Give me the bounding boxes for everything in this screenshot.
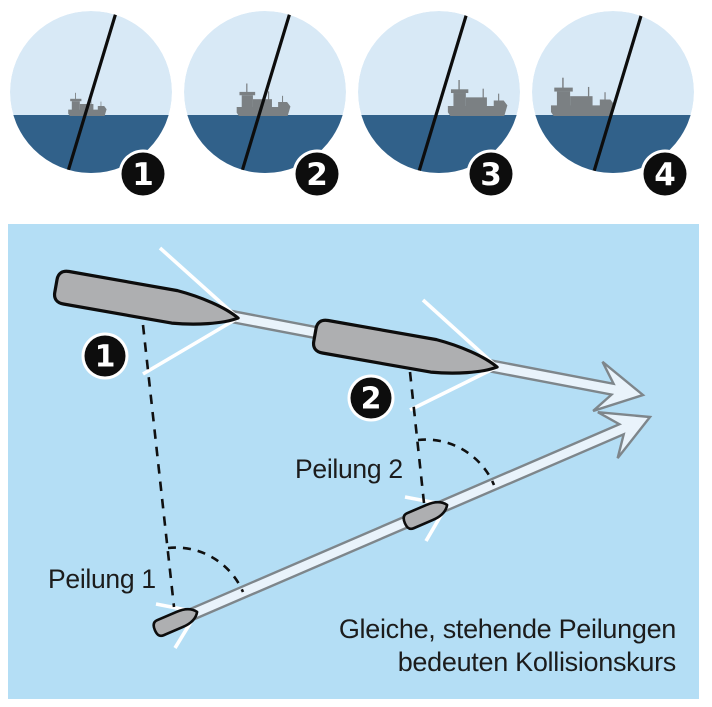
bearing-label-1: Peilung 1 <box>48 564 156 594</box>
badge-number: 1 <box>95 340 116 375</box>
number-badge-icon <box>643 152 687 196</box>
bearing-label-2: Peilung 2 <box>295 454 403 484</box>
bow-wake-ship-2 <box>409 298 499 412</box>
bearing-line-2 <box>408 371 426 504</box>
bearing-arc-1 <box>167 546 245 593</box>
badge-number: 2 <box>361 382 382 417</box>
sighting-line <box>415 11 471 173</box>
bearing-arc-2 <box>417 438 496 486</box>
badge-number: 3 <box>480 157 502 193</box>
sighting-line <box>238 11 294 173</box>
binocular-view-1: 1 <box>10 11 172 199</box>
number-badge-icon <box>469 152 513 196</box>
sighting-line <box>64 11 120 173</box>
bearing-line-1 <box>141 324 176 608</box>
bow-wake-ship-1 <box>142 246 240 376</box>
number-badge-icon <box>295 152 339 196</box>
badge-number: 4 <box>654 157 676 193</box>
binocular-view-3: 3 <box>358 11 520 199</box>
binocular-view-4: 4 <box>532 11 694 199</box>
caption-line-1: Gleiche, stehende Peilungen <box>339 614 676 644</box>
badge-number: 1 <box>132 157 154 193</box>
number-badge-icon <box>121 152 165 196</box>
bearing-chart-panel: 1 2 Peilung 2 Peilung 1 Gleiche, stehend… <box>8 224 699 699</box>
caption-line-2: bedeuten Kollisionskurs <box>398 647 676 677</box>
position-badge-2: 2 <box>347 374 395 422</box>
sighting-line <box>590 11 646 173</box>
position-badge-1: 1 <box>81 332 129 380</box>
badge-number: 2 <box>306 157 328 193</box>
binocular-view-2: 2 <box>184 11 346 199</box>
